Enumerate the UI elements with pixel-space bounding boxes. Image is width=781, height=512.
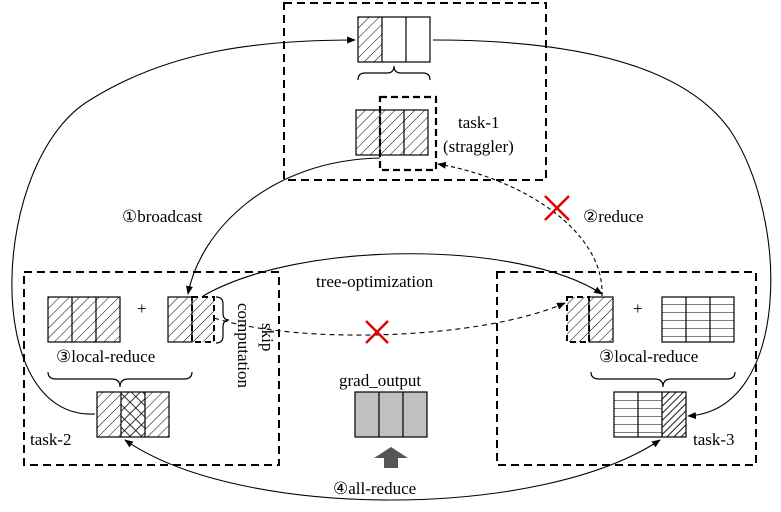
broadcast-arrow (186, 157, 381, 295)
straggler-label: (straggler) (443, 137, 514, 156)
tree-optimization-label: tree-optimization (316, 272, 434, 291)
reduce-arrow (437, 161, 603, 297)
task-1-result-vector (357, 16, 431, 63)
outer-right-arrow (432, 39, 772, 420)
task-1-local-vector (355, 109, 429, 156)
task-3-result-vector (613, 391, 687, 438)
task-3-received-partial (566, 296, 614, 343)
all-reduce-arrow (124, 439, 661, 501)
grad-output-label: grad_output (339, 371, 421, 390)
task-3-box (496, 271, 757, 466)
outer-left-arrow (11, 36, 356, 415)
task-3-brace (590, 371, 736, 388)
task-2-brace (47, 371, 193, 388)
local-reduce-right-label: ③local-reduce (599, 347, 698, 366)
grad-output-vector (354, 391, 428, 438)
gray-up-arrow-icon (374, 447, 408, 468)
task-3-local-vector (661, 296, 735, 343)
tree-optimization-arrow (202, 253, 603, 297)
skip-brace (215, 296, 230, 344)
task-2-result-vector (96, 391, 170, 438)
task-3-label: task-3 (693, 430, 735, 449)
task-1-brace (357, 65, 431, 81)
task-2-label: task-2 (30, 430, 72, 449)
skipped-transfer-arrow (213, 302, 566, 336)
all-reduce-label: ④all-reduce (333, 479, 416, 498)
red-x-icon (365, 320, 389, 344)
task-1-label: task-1 (458, 113, 500, 132)
task-2-received-partial (167, 296, 215, 343)
local-reduce-left-label: ③local-reduce (56, 347, 155, 366)
broadcast-label: ①broadcast (122, 207, 203, 226)
task-2-local-vector (47, 296, 121, 343)
plus-sign-right: + (633, 299, 643, 318)
task-1-partial-dashed (378, 95, 438, 172)
task-2-box (23, 271, 280, 466)
skip-computation-label: skip computation (234, 303, 277, 388)
reduce-label: ②reduce (583, 207, 644, 226)
red-x-icon (544, 195, 570, 221)
task-1-box (283, 2, 547, 181)
plus-sign-left: + (137, 299, 147, 318)
